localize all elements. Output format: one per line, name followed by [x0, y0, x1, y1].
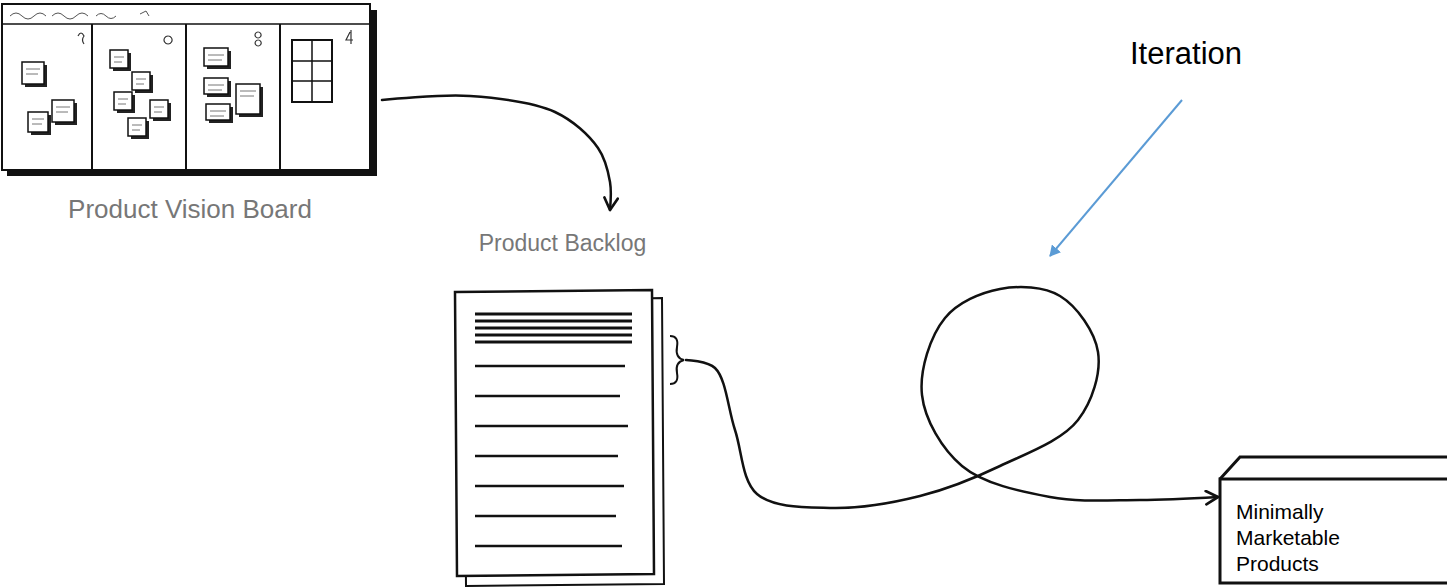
flow-connector — [686, 287, 1218, 508]
vision-board-art — [0, 0, 382, 272]
node-text: Product Vision Board — [0, 192, 380, 227]
flow-connector — [382, 96, 611, 210]
node-text: Product Backlog — [450, 230, 675, 258]
node-text: Minimally Marketable Products — [1236, 499, 1376, 577]
backlog-document-art — [450, 210, 686, 587]
vision-board: Product Vision Board — [0, 0, 382, 272]
iteration-label: Iteration — [1130, 36, 1242, 72]
leader-line — [1050, 100, 1182, 256]
product-box: Minimally Marketable Products — [1218, 455, 1447, 587]
backlog-document: Product Backlog — [450, 210, 686, 587]
